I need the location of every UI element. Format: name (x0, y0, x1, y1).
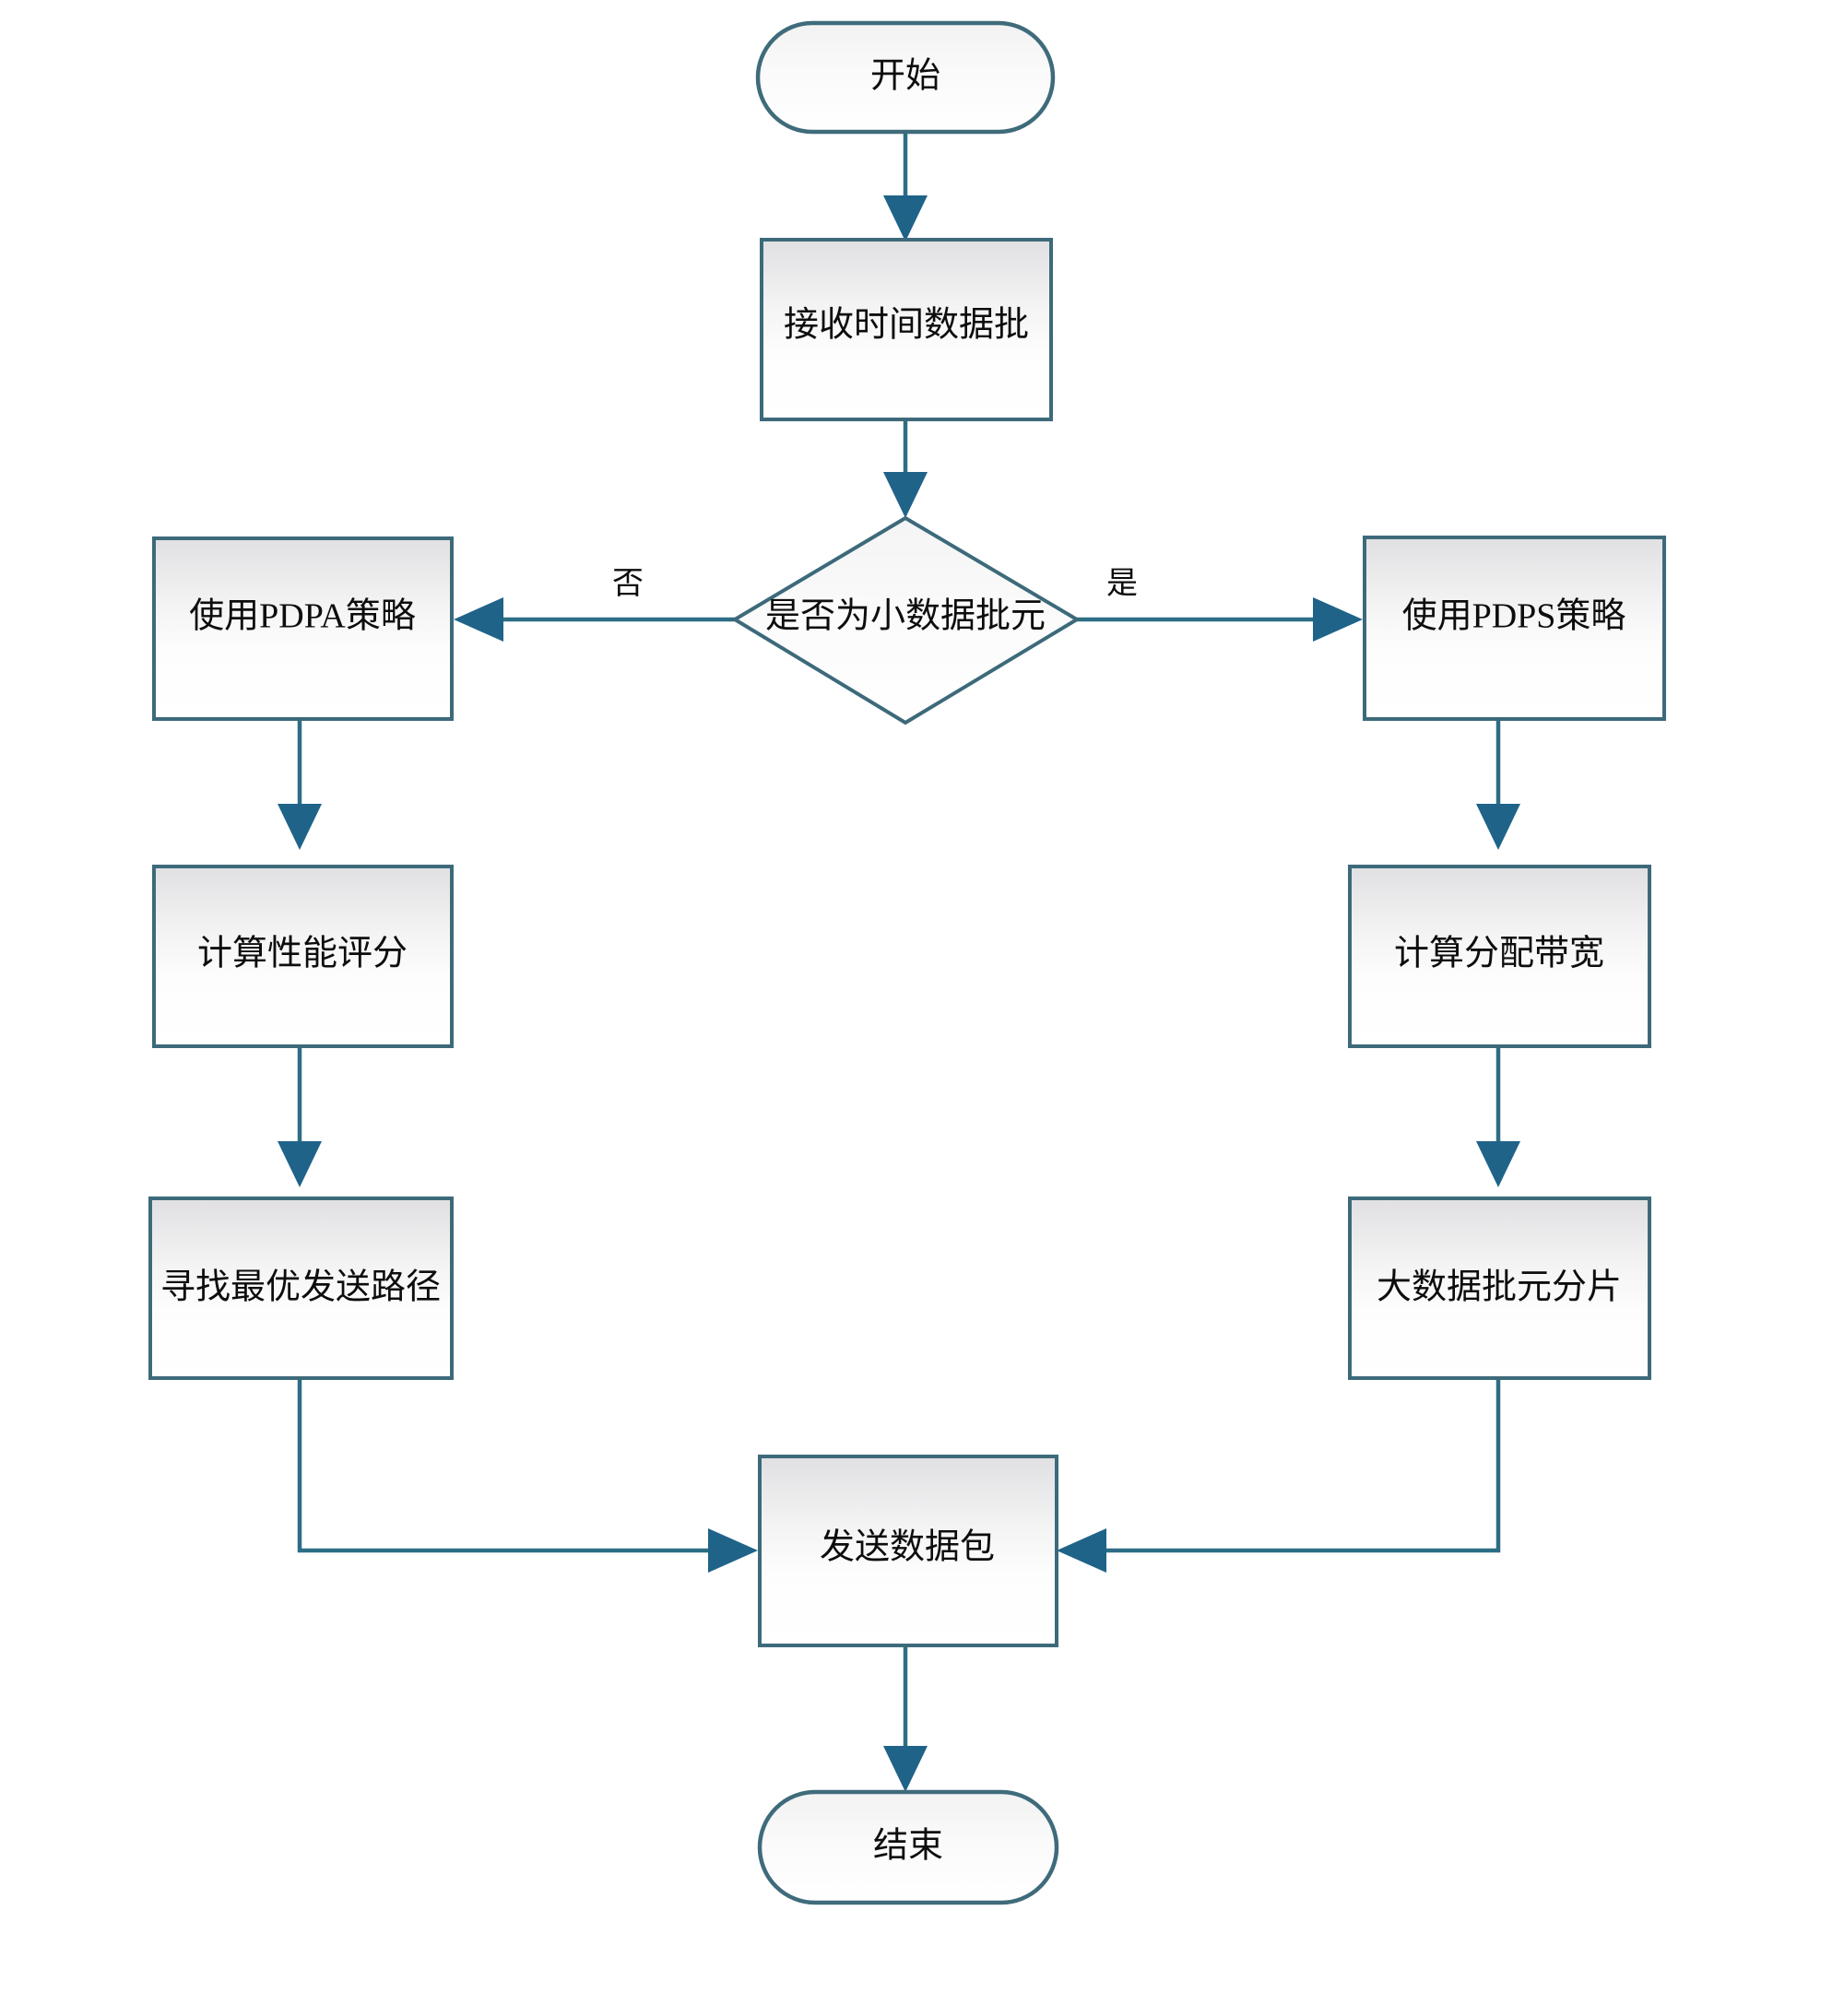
node-start[interactable]: 开始 (755, 20, 1056, 135)
edge-path-to-send (297, 1378, 758, 1573)
node-send-label: 发送数据包 (820, 1528, 995, 1567)
node-pdps-label: 使用PDPS策略 (1402, 597, 1626, 636)
node-path-label: 寻找最优发送路径 (160, 1268, 441, 1307)
node-score[interactable]: 计算性能评分 (152, 865, 454, 1048)
node-receive-label: 接收时间数据批 (784, 306, 1029, 345)
edge-send-to-end (883, 1645, 928, 1792)
edge-receive-to-decision (883, 419, 928, 518)
node-shard-label: 大数据批元分片 (1377, 1268, 1622, 1307)
edge-shard-to-send (1057, 1378, 1501, 1573)
node-pdpa[interactable]: 使用PDPA策略 (152, 536, 454, 721)
edge-label-yes: 是 (1106, 567, 1138, 601)
node-decision-label: 是否为小数据批元 (765, 597, 1046, 636)
node-decision[interactable]: 是否为小数据批元 (731, 515, 1081, 725)
edge-label-no: 否 (612, 567, 644, 601)
edge-pdpa-to-score (278, 719, 322, 850)
edge-score-to-path (278, 1046, 322, 1187)
node-shard[interactable]: 大数据批元分片 (1348, 1197, 1651, 1380)
edge-bandwidth-to-shard (1476, 1046, 1520, 1187)
edge-start-to-receive (883, 131, 928, 242)
node-pdps[interactable]: 使用PDPS策略 (1363, 536, 1666, 721)
edge-pdps-to-bandwidth (1476, 719, 1520, 850)
node-receive[interactable]: 接收时间数据批 (760, 238, 1053, 421)
edge-decision-to-pdpa: 否 (454, 567, 735, 642)
node-path[interactable]: 寻找最优发送路径 (148, 1197, 454, 1380)
node-start-label: 开始 (870, 57, 940, 96)
node-pdpa-label: 使用PDPA策略 (189, 597, 416, 636)
node-bandwidth-label: 计算分配带宽 (1394, 935, 1604, 973)
node-score-label: 计算性能评分 (197, 935, 408, 973)
node-end-label: 结束 (873, 1827, 943, 1866)
node-send[interactable]: 发送数据包 (758, 1455, 1058, 1647)
edge-decision-to-pdps: 是 (1077, 567, 1363, 642)
node-bandwidth[interactable]: 计算分配带宽 (1348, 865, 1651, 1048)
node-end[interactable]: 结束 (757, 1789, 1059, 1905)
